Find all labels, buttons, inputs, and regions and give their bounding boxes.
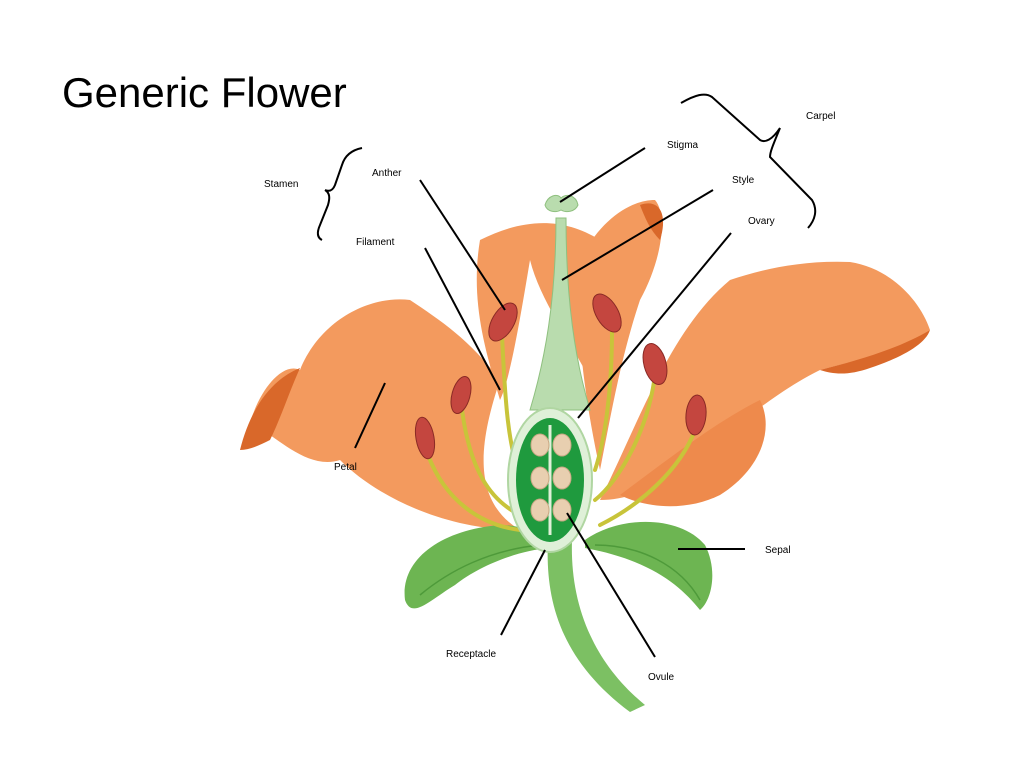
stem [547,540,645,712]
petal-top-right [578,200,662,470]
sepal-left-vein [419,544,541,596]
style [529,217,591,411]
petal-right [600,261,930,500]
sepal-right [585,521,713,610]
ovules [530,433,572,522]
label-ovary: Ovary [748,216,775,227]
page-title: Generic Flower [62,69,347,116]
carpel-bracket [680,93,817,229]
stamen-bracket [316,147,363,241]
label-anther: Anther [372,168,402,179]
label-style: Style [732,175,755,186]
stigma [544,194,579,213]
petal-top-right-fold [640,203,664,240]
label-stigma: Stigma [667,140,699,151]
anthers [414,293,707,460]
petal-right-fold [820,330,930,374]
petal-right-lower [620,400,766,507]
label-stamen: Stamen [264,179,298,190]
label-filament: Filament [356,237,395,248]
label-petal: Petal [334,462,357,473]
sepal-right-vein [594,544,701,601]
label-receptacle: Receptacle [446,649,496,660]
petal-back-left-fold [240,368,300,450]
petal-back-left [245,299,520,530]
sepal-left [404,525,550,609]
label-sepal: Sepal [765,545,791,556]
leader-lines [354,147,745,658]
label-carpel: Carpel [806,111,835,122]
label-ovule: Ovule [648,672,675,683]
